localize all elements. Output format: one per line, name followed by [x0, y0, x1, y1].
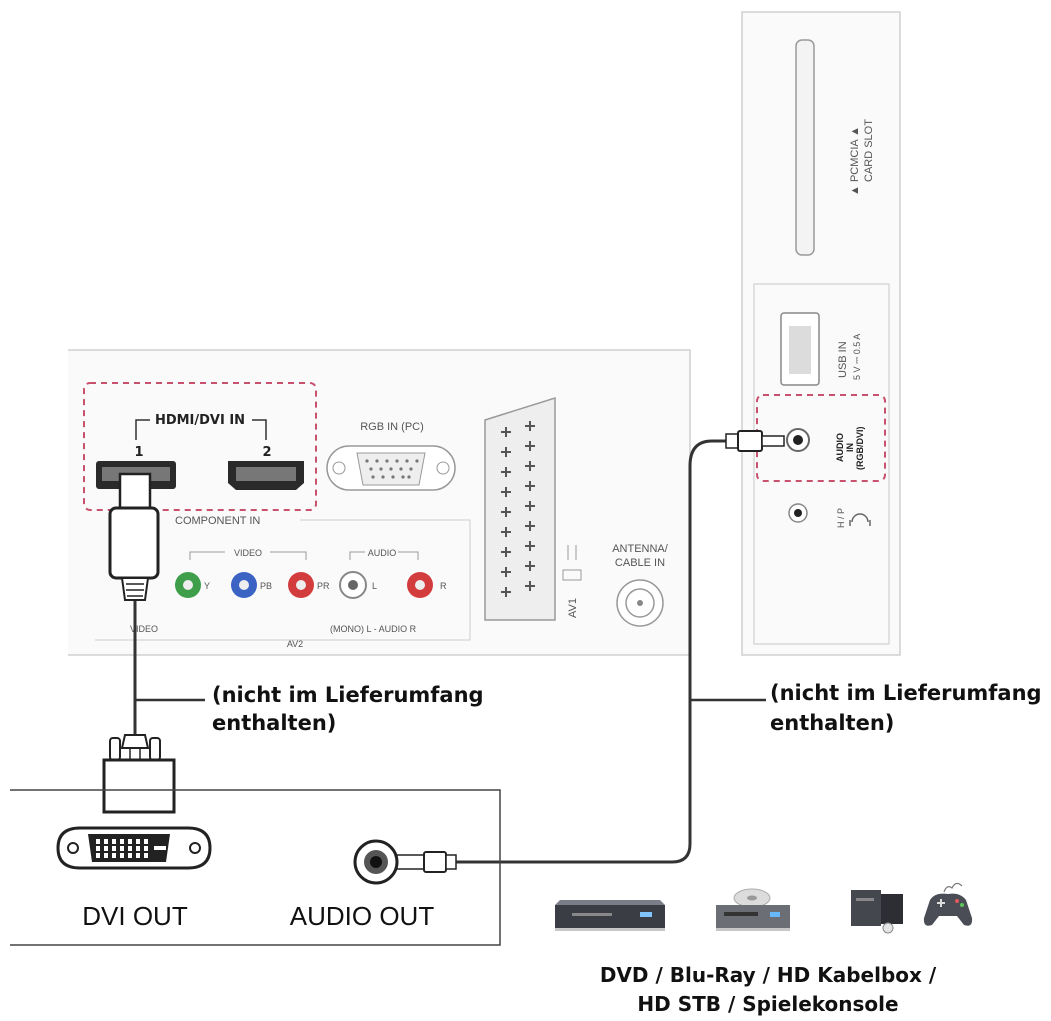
jack-l-label: L: [372, 581, 377, 591]
av2-label: AV2: [287, 639, 303, 649]
hdmi-port-2: [228, 461, 304, 490]
antenna-port: [616, 579, 664, 627]
left-note-line-2: enthalten): [212, 711, 336, 735]
hdmi-port-2-label: 2: [262, 445, 271, 460]
component-in-label: COMPONENT IN: [175, 515, 260, 527]
bluray-player-icon: [716, 888, 790, 931]
audio-out-label: AUDIO OUT: [290, 901, 435, 931]
jack-pr: [288, 572, 314, 598]
jack-pb-label: PB: [260, 581, 272, 591]
tv-side-panel: ▲ PCMCIA ▲ CARD SLOT USB IN 5 V ⎓ 0.5 A …: [741, 11, 901, 656]
bottom-mono-audio-label: (MONO) L - AUDIO R: [330, 624, 417, 634]
tv-back-panel: HDMI/DVI IN 1 2 RGB IN (PC) CO: [68, 349, 691, 656]
usb-in-label: USB IN: [837, 341, 849, 378]
game-controller-icon: [923, 882, 973, 926]
usb-rating-label: 5 V ⎓ 0.5 A: [852, 334, 862, 380]
device-caption-line-2: HD STB / Spielekonsole: [637, 992, 898, 1016]
jack-y-label: Y: [204, 581, 210, 591]
audio-group-label: AUDIO: [368, 548, 397, 558]
left-note-line-1: (nicht im Lieferumfang: [212, 683, 484, 707]
audio-cable: [393, 430, 785, 873]
dvi-out-port: [56, 826, 212, 870]
audio-out-port: [353, 839, 399, 885]
jack-r-label: R: [440, 581, 447, 591]
right-note-line-1: (nicht im Lieferumfang: [770, 681, 1042, 705]
dvd-player-icon: [555, 900, 665, 931]
jack-pr-label: PR: [317, 581, 330, 591]
right-note-line-2: enthalten): [770, 711, 894, 735]
video-group-label: VIDEO: [234, 548, 262, 558]
audio-in-label-3: (RGB/DVI): [855, 427, 865, 471]
audio-in-label-2: IN: [845, 443, 855, 452]
pcmcia-label-2: CARD SLOT: [863, 119, 875, 182]
set-top-box-icon: [851, 890, 903, 934]
rgb-port: [326, 445, 456, 491]
hdmi-port-1-label: 1: [134, 445, 143, 460]
cable-in-label: CABLE IN: [615, 557, 665, 569]
source-device-panel: DVI OUT AUDIO OUT: [10, 789, 501, 946]
bottom-video-label: VIDEO: [130, 624, 158, 634]
av1-label: AV1: [567, 598, 579, 618]
scart-port: [484, 396, 556, 621]
jack-pb: [231, 572, 257, 598]
headphone-port: [788, 503, 808, 523]
hdmi-dvi-cable: [102, 472, 176, 814]
dvi-out-label: DVI OUT: [82, 901, 188, 931]
device-caption-line-1: DVD / Blu-Ray / HD Kabelbox /: [600, 963, 937, 987]
jack-audio-r: [407, 572, 433, 598]
hdmi-group-label: HDMI/DVI IN: [155, 413, 245, 428]
headphone-icon: [849, 513, 871, 526]
jack-audio-l: [339, 571, 367, 599]
hdmi-highlight-frame: [83, 382, 317, 511]
antenna-label: ANTENNA/: [612, 543, 669, 555]
pcmcia-slot: [795, 39, 815, 256]
headphone-label: H / P: [836, 508, 846, 528]
jack-y: [175, 572, 201, 598]
pcmcia-label-1: ▲ PCMCIA ▲: [849, 126, 861, 196]
audio-in-port: [786, 428, 810, 452]
audio-in-highlight-frame: [756, 394, 886, 482]
audio-in-label-1: AUDIO: [835, 433, 845, 462]
usb-port: [780, 312, 820, 386]
rgb-in-label: RGB IN (PC): [360, 421, 424, 433]
